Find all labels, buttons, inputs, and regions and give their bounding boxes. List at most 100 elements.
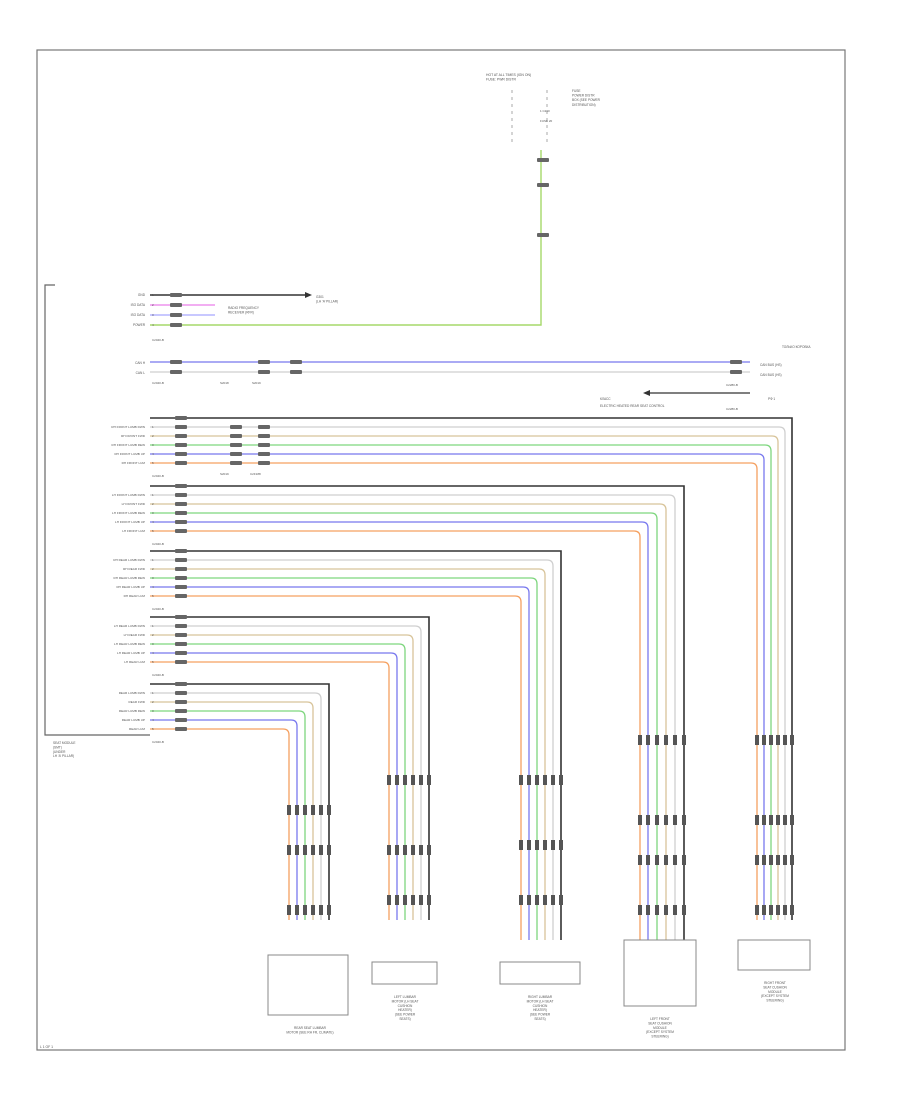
can-connector-label: S2019: [252, 381, 261, 385]
vertical-wire-tag: [551, 775, 555, 785]
seat-wire-tag: [175, 642, 187, 646]
seat-row-label: REAR LUM: [129, 727, 145, 731]
splice-label: C2F188: [250, 472, 261, 476]
top-connector-title: FUSE: PWR DISTR: [486, 78, 517, 82]
vertical-wire-tag: [769, 735, 773, 745]
seat-connector-label: C2040-B: [152, 542, 164, 546]
seat-row-pin: 1: [152, 691, 154, 695]
seat-harness-wire: [150, 485, 685, 940]
seat-wire-tag: [230, 443, 242, 447]
vertical-wire-tag: [673, 815, 677, 825]
vertical-wire-tag: [303, 805, 307, 815]
vertical-wire-tag: [790, 815, 794, 825]
seat-wire-tag: [230, 434, 242, 438]
seat-wire-tag: [175, 660, 187, 664]
seat-wire-tag: [175, 709, 187, 713]
component-label: SEATS): [399, 1017, 410, 1021]
top-pin-text: 1 C200: [540, 109, 550, 113]
vertical-wire-tag: [419, 845, 423, 855]
vertical-wire-tag: [319, 845, 323, 855]
component-box: [499, 961, 581, 985]
seat-harness-wire: [150, 494, 676, 940]
seat-row-pin: 3: [152, 709, 154, 713]
seat-wire-tag: [175, 727, 187, 731]
vertical-wire-tag: [638, 815, 642, 825]
seat-wire-tag: [175, 691, 187, 695]
can-wire-tag: [730, 360, 742, 364]
vertical-wire-tag: [403, 845, 407, 855]
seat-wire-tag: [175, 594, 187, 598]
vertical-wire-tag: [387, 845, 391, 855]
seat-row-label: REAR LUMB UP: [122, 718, 145, 722]
vertical-wire-tag: [327, 905, 331, 915]
vertical-wire-tag: [638, 905, 642, 915]
vertical-wire-tag: [755, 905, 759, 915]
seat-row-label: RH FRONT LUMB REW: [112, 443, 146, 447]
feed-wire-tag: [537, 233, 549, 237]
vertical-wire-tag: [519, 840, 523, 850]
vertical-wire-tag: [411, 775, 415, 785]
gnd-arrow: [305, 292, 312, 298]
seat-row-pin: 2: [152, 567, 154, 571]
component-label: SEATS): [534, 1017, 545, 1021]
seat-row-label: REAR FWD: [129, 700, 146, 704]
seat-wire-tag: [175, 633, 187, 637]
vertical-wire-tag: [303, 845, 307, 855]
seat-row-pin: 5: [152, 660, 154, 664]
vertical-wire-tag: [655, 855, 659, 865]
vertical-wire-tag: [655, 905, 659, 915]
component-label: SEAT CUSHION: [763, 985, 787, 989]
seat-row-label: LH REAR FWD: [124, 633, 146, 637]
seat-connector-label: C2040-B: [152, 607, 164, 611]
seat-row-label: RH FRONT LUM: [122, 461, 146, 465]
seat-harness-wire: [150, 435, 779, 920]
seat-row-pin: 3: [152, 642, 154, 646]
seat-row-label: RH FRONT FWD: [121, 434, 146, 438]
seat-connector-label: C2040-B: [152, 740, 164, 744]
vertical-wire-tag: [535, 775, 539, 785]
seat-wire-tag: [258, 452, 270, 456]
vertical-wire-tag: [395, 845, 399, 855]
vertical-wire-tag: [287, 805, 291, 815]
seat-wire-tag: [175, 511, 187, 515]
seat-harness-wire: [150, 643, 406, 920]
seat-row-label: RH REAR LUM: [124, 594, 146, 598]
seat-wire-tag: [258, 434, 270, 438]
vertical-wire-tag: [762, 855, 766, 865]
seat-wire-tag: [175, 484, 187, 488]
vertical-wire-tag: [646, 735, 650, 745]
vertical-wire-tag: [559, 775, 563, 785]
wires-layer: [44, 90, 793, 940]
vertical-wire-tag: [427, 775, 431, 785]
seat-row-pin: 5: [152, 461, 154, 465]
seat-connector-label: C2040-B: [152, 673, 164, 677]
vertical-wire-tag: [783, 815, 787, 825]
seat-wire-tag: [175, 452, 187, 456]
vertical-wire-tag: [287, 845, 291, 855]
seat-harness-wire: [150, 453, 765, 920]
component-label: MOTOR (LH SEAT: [527, 999, 554, 1003]
seat-wire-tag: [175, 461, 187, 465]
component-label: (EXCEPT SYSTEM: [761, 994, 789, 998]
vertical-wire-tag: [682, 905, 686, 915]
seat-harness-wire: [150, 728, 290, 920]
seat-row-label: LH REAR LUM: [124, 660, 145, 664]
component-box: [371, 961, 438, 985]
vertical-wire-tag: [295, 805, 299, 815]
vertical-wire-tag: [319, 805, 323, 815]
seat-wire-tag: [230, 452, 242, 456]
feed-wire-tag: [537, 183, 549, 187]
vertical-wire-tag: [682, 815, 686, 825]
seat-wire-tag: [175, 615, 187, 619]
upper-row-pin: 4: [152, 323, 154, 327]
vertical-wire-tag: [327, 845, 331, 855]
vertical-wire-tag: [646, 855, 650, 865]
vertical-wire-tag: [419, 775, 423, 785]
seat-harness-wire: [150, 521, 649, 940]
component-label: RIGHT LUMBAR: [528, 995, 553, 999]
vertical-wire-tag: [319, 905, 323, 915]
upper-row-label: ISO DATA: [131, 313, 146, 317]
seat-row-pin: 2: [152, 502, 154, 506]
vertical-wire-tag: [673, 735, 677, 745]
seat-row-label: LH FRONT FWD: [122, 502, 146, 506]
